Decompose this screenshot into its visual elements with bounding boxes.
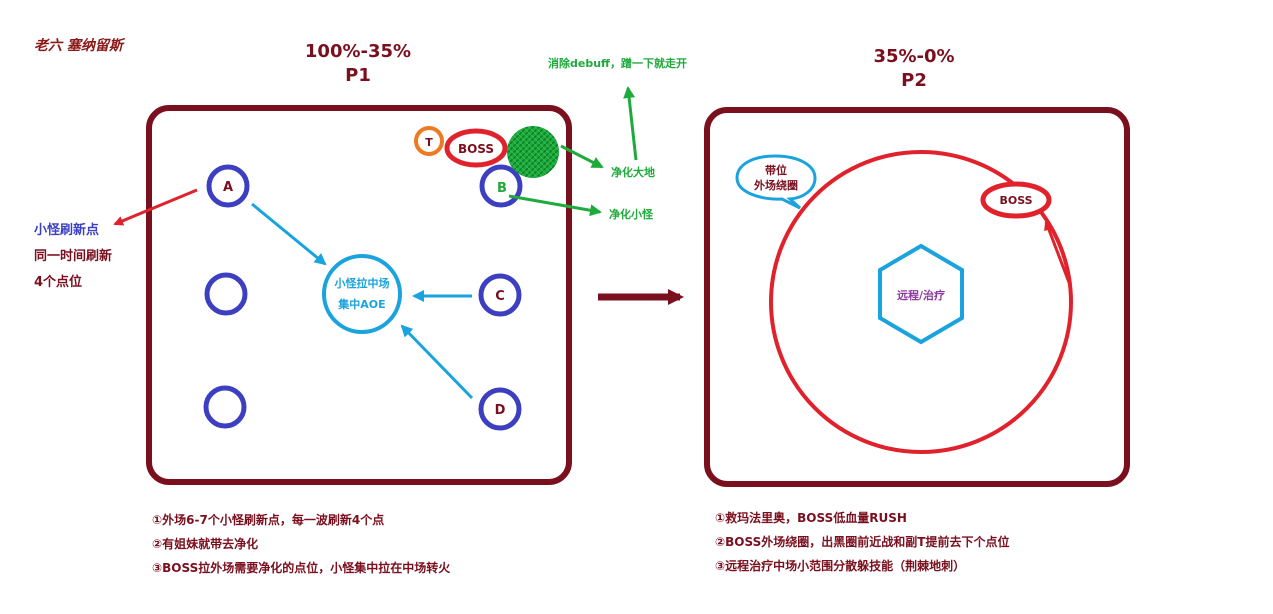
arrow-to-debuff-note	[623, 86, 638, 161]
spawn-point	[203, 385, 247, 429]
arrow-a-to-center	[251, 202, 327, 266]
spawn-point-a	[206, 164, 250, 208]
hex-label: 远程/治疗	[897, 288, 945, 302]
p1-notes: ①外场6-7个小怪刷新点，每一波刷新4个点 ②有姐妹就带去净化 ③BOSS拉外场…	[152, 508, 450, 580]
p2-header: 35%-0% P2	[854, 45, 974, 93]
p1-note-3: ③BOSS拉外场需要净化的点位，小怪集中拉在中场转火	[152, 561, 451, 575]
spawn-point-c-label: C	[495, 289, 505, 304]
boss-label-p1: BOSS	[458, 142, 494, 156]
p1-phase-label: P1	[345, 65, 371, 86]
cleanse-ground-label: 净化大地	[611, 165, 655, 179]
arrow-to-cleanse-add	[508, 194, 602, 217]
kite-circle	[769, 150, 1073, 454]
center-label-line1: 小怪拉中场	[334, 276, 390, 290]
boss-marker-p1	[444, 128, 508, 168]
p2-note-2: ②BOSS外场绕圈，出黑圈前近战和副T提前去下个点位	[715, 535, 1010, 549]
cleanse-ground-patch	[507, 126, 559, 178]
boss-marker-p2	[980, 181, 1052, 219]
boss-label-p2: BOSS	[999, 194, 1032, 207]
spawn-point-note: 小怪刷新点 同一时间刷新 4个点位	[34, 218, 112, 296]
p2-note-1: ①救玛法里奥，BOSS低血量RUSH	[715, 511, 907, 525]
spawn-point-d	[478, 387, 522, 431]
p2-notes: ①救玛法里奥，BOSS低血量RUSH ②BOSS外场绕圈，出黑圈前近战和副T提前…	[715, 506, 1009, 578]
p1-note-2: ②有姐妹就带去净化	[152, 537, 259, 551]
p2-arena-frame	[704, 107, 1130, 487]
spawn-point-a-label: A	[223, 180, 233, 195]
p1-note-1: ①外场6-7个小怪刷新点，每一波刷新4个点	[152, 513, 385, 527]
spawn-point-d-label: D	[495, 403, 506, 418]
debuff-note: 消除debuff，蹭一下就走开	[548, 56, 687, 70]
cleanse-add-label: 净化小怪	[609, 207, 654, 221]
arrow-to-boss-p2	[1044, 220, 1072, 286]
p1-header: 100%-35% P1	[298, 40, 418, 88]
p1-percent: 100%-35%	[304, 41, 412, 62]
ranged-healer-hexagon	[878, 243, 964, 345]
p2-note-3: ③远程治疗中场小范围分散躲技能（荆棘地刺）	[715, 559, 966, 573]
spawn-note-line2: 同一时间刷新	[34, 249, 113, 264]
center-label-line2: 集中AOE	[337, 297, 385, 311]
spawn-point-b-label: B	[497, 181, 507, 196]
spawn-note-line3: 4个点位	[34, 275, 83, 290]
p2-phase-label: P2	[901, 70, 927, 91]
kite-speech-bubble	[735, 154, 817, 210]
center-aoe-circle	[322, 254, 402, 334]
p2-percent: 35%-0%	[873, 46, 955, 67]
spawn-note-line1: 小怪刷新点	[34, 223, 100, 238]
p1-arena-frame	[146, 105, 572, 485]
tank-label: T	[425, 136, 433, 149]
tank-marker	[414, 126, 444, 156]
spawn-point	[204, 272, 248, 316]
bubble-line2: 外场绕圈	[753, 178, 798, 192]
page-title: 老六 塞纳留斯	[34, 38, 123, 54]
arrow-to-cleanse-ground	[560, 144, 604, 169]
bubble-line1: 带位	[765, 163, 787, 177]
spawn-point-c	[478, 273, 522, 317]
arrow-to-spawn-note	[113, 188, 198, 226]
arrow-d-to-center	[400, 324, 474, 400]
